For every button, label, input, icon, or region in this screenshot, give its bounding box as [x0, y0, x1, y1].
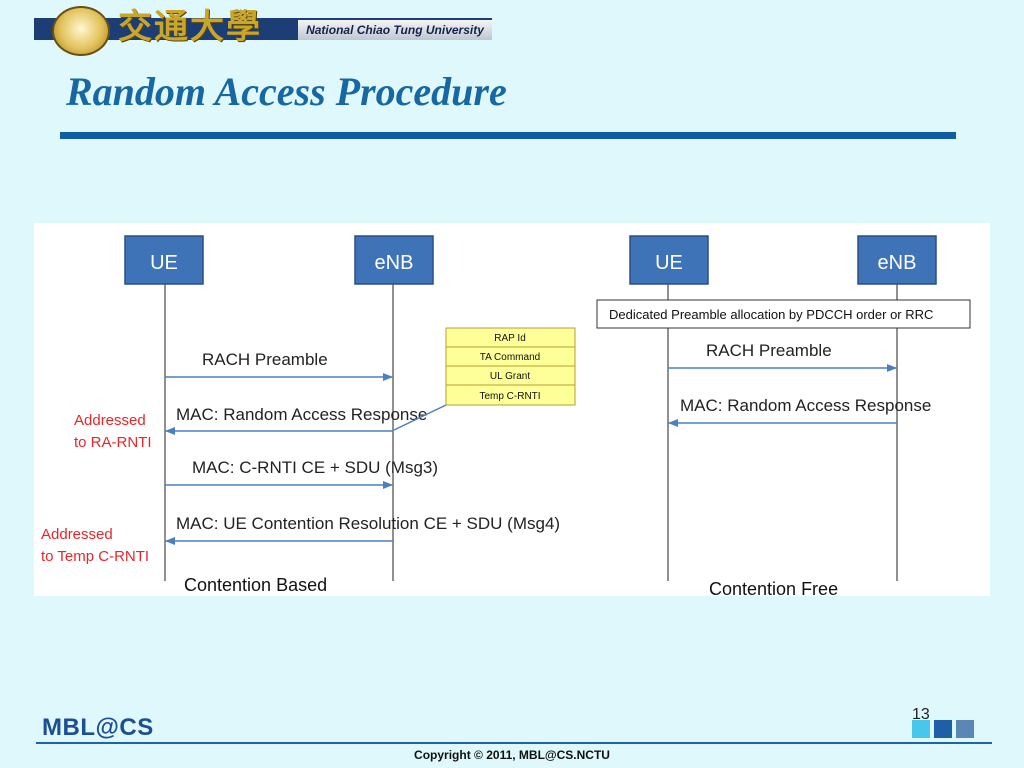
cb-ue-box — [124, 235, 204, 285]
footer-divider — [36, 742, 992, 744]
decor-square-3 — [956, 720, 974, 738]
rar-field-ul-grant: UL Grant — [490, 371, 530, 382]
rar-field-temp-crnti: Temp C-RNTI — [479, 391, 540, 402]
copyright-notice: Copyright © 2011, MBL@CS.NCTU — [414, 748, 610, 762]
cb-msg-rach-preamble: RACH Preamble — [202, 350, 328, 369]
cb-msg-msg3: MAC: C-RNTI CE + SDU (Msg3) — [192, 458, 438, 477]
sequence-diagram: UE eNB RACH Preamble MAC: Random Access … — [41, 235, 971, 596]
slide-title: Random Access Procedure — [66, 69, 507, 114]
cb-caption: Contention Based — [184, 575, 327, 595]
cf-caption: Contention Free — [709, 579, 838, 596]
title-divider — [60, 132, 956, 139]
cf-enb-label: eNB — [878, 252, 917, 274]
cb-enb-box — [354, 235, 434, 285]
cf-allocation-note-box — [596, 299, 971, 329]
sequence-diagram-panel: UE eNB RACH Preamble MAC: Random Access … — [34, 223, 990, 596]
cf-msg-rar: MAC: Random Access Response — [680, 396, 931, 415]
rar-fields-connector — [393, 404, 447, 431]
decor-square-1 — [912, 720, 930, 738]
rar-field-rap-id: RAP Id — [494, 333, 526, 344]
cb-ue-label: UE — [150, 252, 178, 274]
cb-msg-msg4: MAC: UE Contention Resolution CE + SDU (… — [176, 514, 560, 533]
cf-enb-box — [857, 235, 937, 285]
cb-msg-rar: MAC: Random Access Response — [176, 405, 427, 424]
cb-note-temp-crnti-line1: Addressed — [41, 526, 113, 543]
cf-ue-label: UE — [655, 252, 683, 274]
cb-note-temp-crnti-line2: to Temp C-RNTI — [41, 548, 149, 565]
university-name-chinese: 交通大學 — [118, 7, 262, 47]
rar-field-ta-command: TA Command — [480, 352, 540, 363]
cb-note-ra-rnti-line1: Addressed — [74, 412, 146, 429]
rar-field-box-3 — [445, 384, 576, 406]
cf-msg-rach-preamble: RACH Preamble — [706, 341, 832, 360]
footer-logo: MBL@CS — [42, 714, 154, 741]
university-name-english: National Chiao Tung University — [298, 20, 492, 40]
cb-note-ra-rnti-line2: to RA-RNTI — [74, 434, 152, 451]
decor-square-2 — [934, 720, 952, 738]
page-number: 13 — [912, 706, 930, 723]
cf-ue-box — [629, 235, 709, 285]
cf-allocation-note: Dedicated Preamble allocation by PDCCH o… — [609, 307, 933, 322]
university-seal-icon — [52, 6, 110, 56]
cb-enb-label: eNB — [375, 252, 414, 274]
